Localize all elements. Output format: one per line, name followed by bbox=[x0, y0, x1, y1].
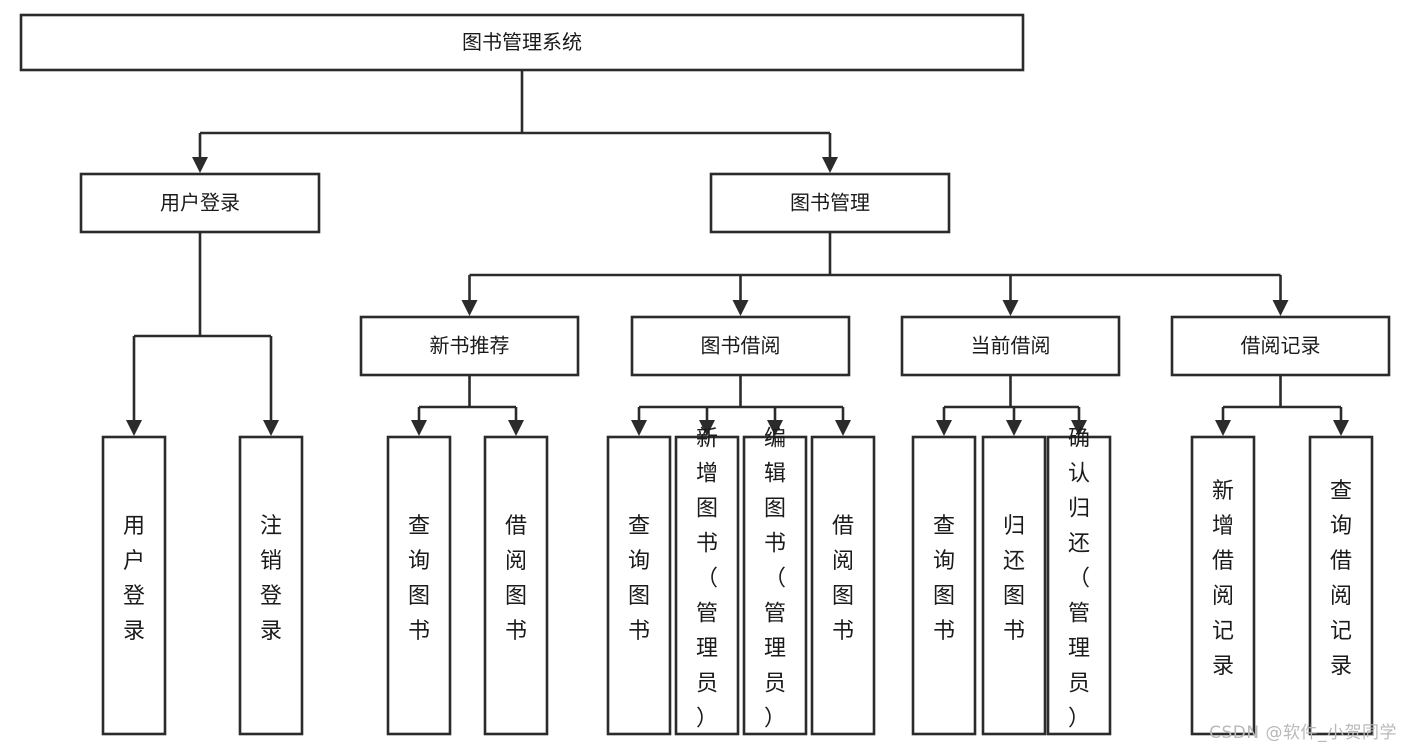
diagram-node-root[interactable]: 图书管理系统 bbox=[19, 13, 1025, 72]
arrow-head-icon bbox=[732, 300, 749, 316]
node-label: 图书管理系统 bbox=[462, 30, 582, 54]
node-box[interactable] bbox=[674, 435, 740, 736]
node-label: 当前借阅 bbox=[971, 334, 1051, 358]
node-label: 借阅记录 bbox=[1241, 334, 1321, 358]
node-label: 确认归还（管理员） bbox=[1068, 427, 1090, 732]
arrow-head-icon bbox=[1215, 420, 1231, 436]
diagram-node-l4_12[interactable]: 查询借阅记录 bbox=[1308, 435, 1374, 736]
diagram-node-l3_1[interactable]: 图书借阅 bbox=[630, 315, 851, 377]
node-label: 新增借阅记录 bbox=[1212, 479, 1234, 679]
node-label: 新增图书（管理员） bbox=[696, 427, 718, 732]
node-box[interactable] bbox=[101, 435, 167, 736]
diagram-node-l4_9[interactable]: 归还图书 bbox=[981, 435, 1047, 736]
node-box[interactable] bbox=[900, 315, 1121, 377]
arrow-head-icon bbox=[1333, 420, 1349, 436]
diagram-node-l4_2[interactable]: 查询图书 bbox=[386, 435, 452, 736]
diagram-node-l2_1[interactable]: 图书管理 bbox=[709, 172, 951, 234]
node-label: 借阅图书 bbox=[505, 514, 527, 644]
node-box[interactable] bbox=[911, 435, 977, 736]
node-label: 新书推荐 bbox=[430, 334, 510, 358]
arrow-head-icon bbox=[508, 420, 524, 436]
diagram-node-l4_4[interactable]: 查询图书 bbox=[606, 435, 672, 736]
diagram-node-l4_6[interactable]: 编辑图书（管理员） bbox=[742, 427, 808, 736]
node-box[interactable] bbox=[483, 435, 549, 736]
node-box[interactable] bbox=[981, 435, 1047, 736]
node-label: 查询借阅记录 bbox=[1330, 479, 1352, 679]
node-box[interactable] bbox=[709, 172, 951, 234]
arrow-head-icon bbox=[631, 420, 647, 436]
diagram-node-l4_0[interactable]: 用户登录 bbox=[101, 435, 167, 736]
arrow-head-icon bbox=[263, 420, 279, 436]
node-box[interactable] bbox=[742, 435, 808, 736]
arrow-head-icon bbox=[835, 420, 851, 436]
diagram-node-l2_0[interactable]: 用户登录 bbox=[79, 172, 321, 234]
arrow-head-icon bbox=[1071, 420, 1087, 436]
arrow-head-icon bbox=[461, 300, 478, 316]
diagram-node-l4_5[interactable]: 新增图书（管理员） bbox=[674, 427, 740, 736]
arrow-head-icon bbox=[767, 420, 783, 436]
node-box[interactable] bbox=[19, 13, 1025, 72]
diagram-node-l4_1[interactable]: 注销登录 bbox=[238, 435, 304, 736]
node-box[interactable] bbox=[1170, 315, 1391, 377]
node-label: 图书借阅 bbox=[701, 334, 781, 358]
node-label: 编辑图书（管理员） bbox=[764, 427, 786, 732]
node-label: 注销登录 bbox=[260, 514, 282, 644]
node-label: 借阅图书 bbox=[832, 514, 854, 644]
arrow-head-icon bbox=[1002, 300, 1019, 316]
connector-group bbox=[631, 375, 851, 436]
node-label: 归还图书 bbox=[1003, 514, 1025, 644]
node-box[interactable] bbox=[606, 435, 672, 736]
arrow-head-icon bbox=[936, 420, 952, 436]
arrow-head-icon bbox=[1272, 300, 1289, 316]
diagram-node-l4_11[interactable]: 新增借阅记录 bbox=[1190, 435, 1256, 736]
diagram-node-l4_3[interactable]: 借阅图书 bbox=[483, 435, 549, 736]
node-label: 查询图书 bbox=[408, 514, 430, 644]
node-box[interactable] bbox=[810, 435, 876, 736]
node-label: 查询图书 bbox=[628, 514, 650, 644]
diagram-node-l3_2[interactable]: 当前借阅 bbox=[900, 315, 1121, 377]
node-box[interactable] bbox=[238, 435, 304, 736]
connector-group bbox=[411, 375, 524, 436]
connector-layer bbox=[126, 70, 1349, 436]
node-box[interactable] bbox=[386, 435, 452, 736]
arrow-head-icon bbox=[699, 420, 715, 436]
diagram-node-l4_7[interactable]: 借阅图书 bbox=[810, 435, 876, 736]
connector-group bbox=[192, 70, 838, 173]
connector-group bbox=[1215, 375, 1349, 436]
node-box[interactable] bbox=[1190, 435, 1256, 736]
node-box[interactable] bbox=[79, 172, 321, 234]
node-box[interactable] bbox=[630, 315, 851, 377]
arrow-head-icon bbox=[822, 157, 838, 173]
node-layer: 图书管理系统用户登录图书管理新书推荐图书借阅当前借阅借阅记录用户登录注销登录查询… bbox=[19, 13, 1391, 736]
node-box[interactable] bbox=[359, 315, 580, 377]
connector-group bbox=[461, 232, 1289, 316]
node-box[interactable] bbox=[1308, 435, 1374, 736]
node-label: 用户登录 bbox=[123, 514, 145, 644]
connector-group bbox=[936, 375, 1087, 436]
diagram-node-l3_0[interactable]: 新书推荐 bbox=[359, 315, 580, 377]
node-box[interactable] bbox=[1046, 435, 1112, 736]
arrow-head-icon bbox=[192, 157, 208, 173]
node-label: 用户登录 bbox=[160, 191, 240, 215]
arrow-head-icon bbox=[411, 420, 427, 436]
diagram-node-l4_10[interactable]: 确认归还（管理员） bbox=[1046, 427, 1112, 736]
node-label: 图书管理 bbox=[790, 191, 870, 215]
diagram-node-l3_3[interactable]: 借阅记录 bbox=[1170, 315, 1391, 377]
diagram-node-l4_8[interactable]: 查询图书 bbox=[911, 435, 977, 736]
arrow-head-icon bbox=[126, 420, 142, 436]
connector-group bbox=[126, 232, 279, 436]
arrow-head-icon bbox=[1006, 420, 1022, 436]
node-label: 查询图书 bbox=[933, 514, 955, 644]
